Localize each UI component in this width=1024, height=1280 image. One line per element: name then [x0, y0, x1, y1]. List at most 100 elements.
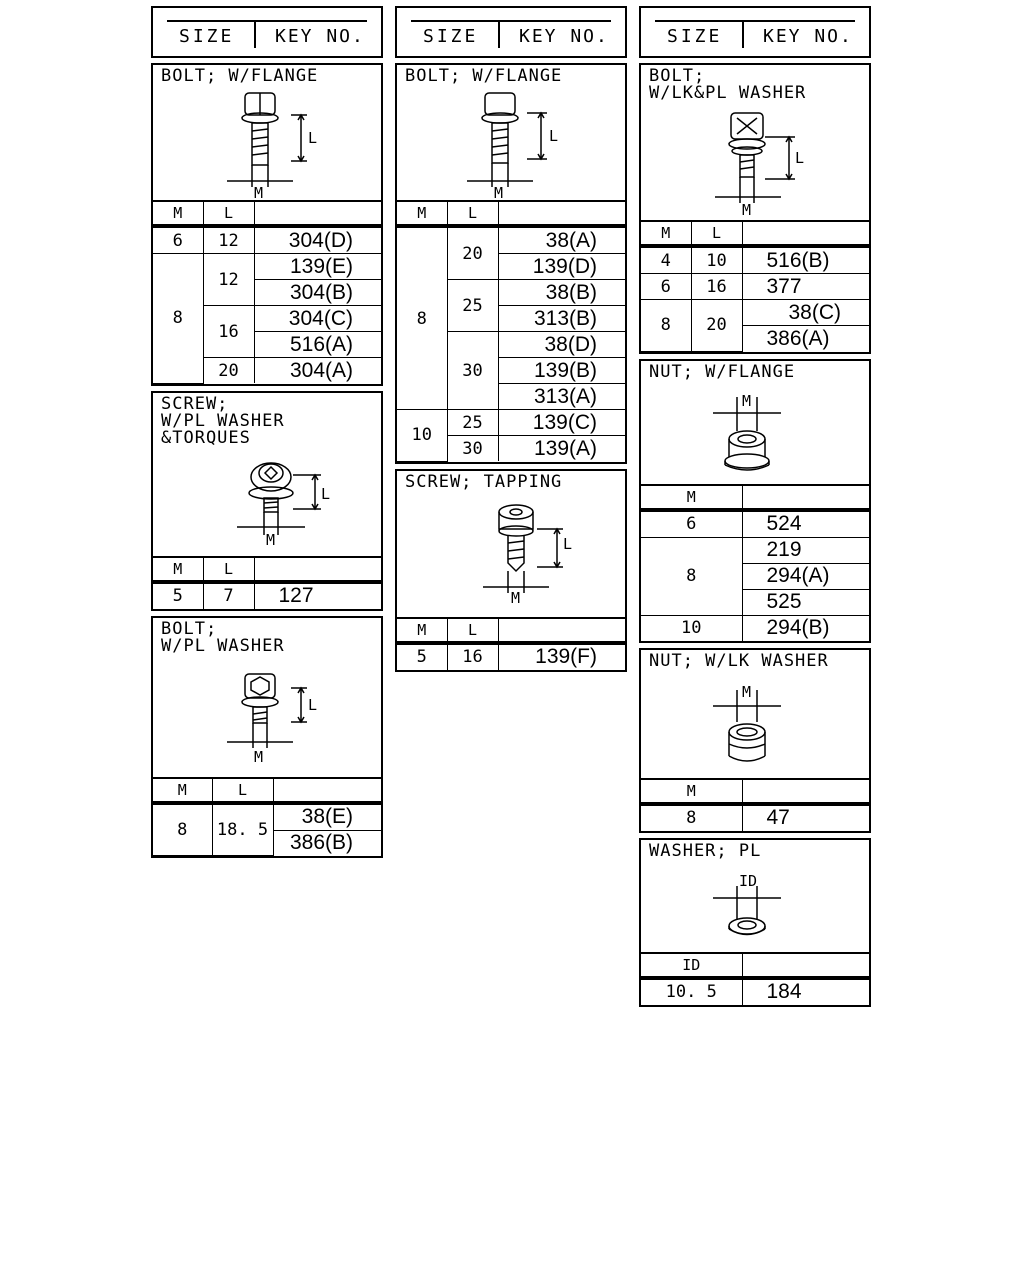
section-title: BOLT; W/PL WASHER — [161, 618, 285, 656]
m-dimension-label: M — [742, 392, 751, 410]
table-row: 294(A) — [641, 563, 869, 590]
table-row: 139(B) — [397, 357, 625, 384]
l-dimension-label: L — [795, 149, 804, 167]
washer-pl-icon: ID — [713, 872, 781, 935]
table-row: 386(A) — [766, 326, 830, 350]
l-dimension-label: L — [308, 696, 317, 714]
figure-nut-lk: NUT; W/LK WASHER M — [641, 650, 869, 780]
l-dimension-label: L — [308, 129, 317, 147]
bolt-hex-washer-icon: L M — [227, 672, 317, 766]
table-row: 313(B) — [397, 305, 625, 332]
nut-flange-icon: M — [713, 392, 781, 471]
column-1: SIZE KEY NO. BOLT; W/FLANGE L — [151, 6, 383, 863]
l-dimension-label: L — [549, 127, 558, 145]
section-screw-tapping: SCREW; TAPPING L M — [395, 468, 627, 672]
screw-torx-icon: L M — [237, 461, 330, 549]
section-title: SCREW; W/PL WASHER &TORQUES — [161, 393, 285, 448]
figure-nut-flange: NUT; W/FLANGE M — [641, 361, 869, 486]
table-row: 516(A) — [153, 331, 381, 358]
bolt-flange-icon: L M — [467, 92, 558, 200]
figure-bolt-flange: BOLT; W/FLANGE L M — [153, 65, 381, 202]
size-keyno-header-1: SIZE KEY NO. — [151, 6, 383, 58]
bolt-flange-icon: L M — [227, 92, 317, 200]
table-row: 139(D) — [397, 253, 625, 280]
key-no-label: KEY NO. — [763, 26, 853, 47]
column-2: SIZE KEY NO. BOLT; W/FLANGE L M — [395, 6, 627, 677]
l-dimension-label: L — [321, 485, 330, 503]
m-dimension-label: M — [742, 683, 751, 701]
m-dimension-label: M — [494, 184, 503, 200]
screw-tapping-icon: L M — [483, 503, 572, 607]
figure-washer-pl: WASHER; PL ID — [641, 840, 869, 954]
section-title: BOLT; W/LK&PL WASHER — [649, 66, 807, 103]
nut-lk-washer-icon: M — [713, 683, 781, 762]
figure-bolt-pl-washer: BOLT; W/PL WASHER L M — [153, 618, 381, 779]
m-dimension-label: M — [266, 531, 275, 549]
figure-bolt-lk-pl: BOLT; W/LK&PL WASHER L M — [641, 65, 869, 222]
m-dimension-label: M — [511, 589, 520, 607]
section-title: BOLT; W/FLANGE — [161, 66, 319, 86]
section-bolt-pl-washer: BOLT; W/PL WASHER L M — [151, 615, 383, 858]
bolt-lk-pl-washer-icon: L M — [715, 112, 804, 219]
m-dimension-label: M — [254, 184, 263, 200]
key-no-label: KEY NO. — [275, 26, 365, 47]
table-row: 525 — [641, 589, 869, 616]
section-title: NUT; W/FLANGE — [649, 361, 796, 382]
size-keyno-header-2: SIZE KEY NO. — [395, 6, 627, 58]
section-bolt-flange-1: BOLT; W/FLANGE L M — [151, 63, 383, 386]
column-3: SIZE KEY NO. BOLT; W/LK&PL WASHER — [639, 6, 871, 1012]
section-bolt-lk-pl-washer: BOLT; W/LK&PL WASHER L M — [639, 63, 871, 354]
l-dimension-label: L — [563, 535, 572, 553]
size-label: SIZE — [179, 26, 235, 47]
figure-bolt-flange: BOLT; W/FLANGE L M — [397, 65, 625, 202]
section-title: NUT; W/LK WASHER — [649, 650, 829, 671]
section-title: SCREW; TAPPING — [405, 471, 563, 492]
figure-screw-tapping: SCREW; TAPPING L M — [397, 471, 625, 619]
size-label: SIZE — [423, 26, 479, 47]
size-keyno-header-3: SIZE KEY NO. — [639, 6, 871, 58]
m-dimension-label: M — [254, 748, 263, 766]
section-title: WASHER; PL — [649, 840, 762, 861]
id-dimension-label: ID — [739, 872, 757, 890]
figure-screw-torques: SCREW; W/PL WASHER &TORQUES L M — [153, 393, 381, 558]
table-row: 313(A) — [397, 383, 625, 410]
section-title: BOLT; W/FLANGE — [405, 66, 563, 86]
size-label: SIZE — [667, 26, 723, 47]
table-row: 304(B) — [153, 279, 381, 306]
m-dimension-label: M — [742, 201, 751, 219]
key-no-label: KEY NO. — [519, 26, 609, 47]
table-row: 386(B) — [289, 831, 353, 854]
